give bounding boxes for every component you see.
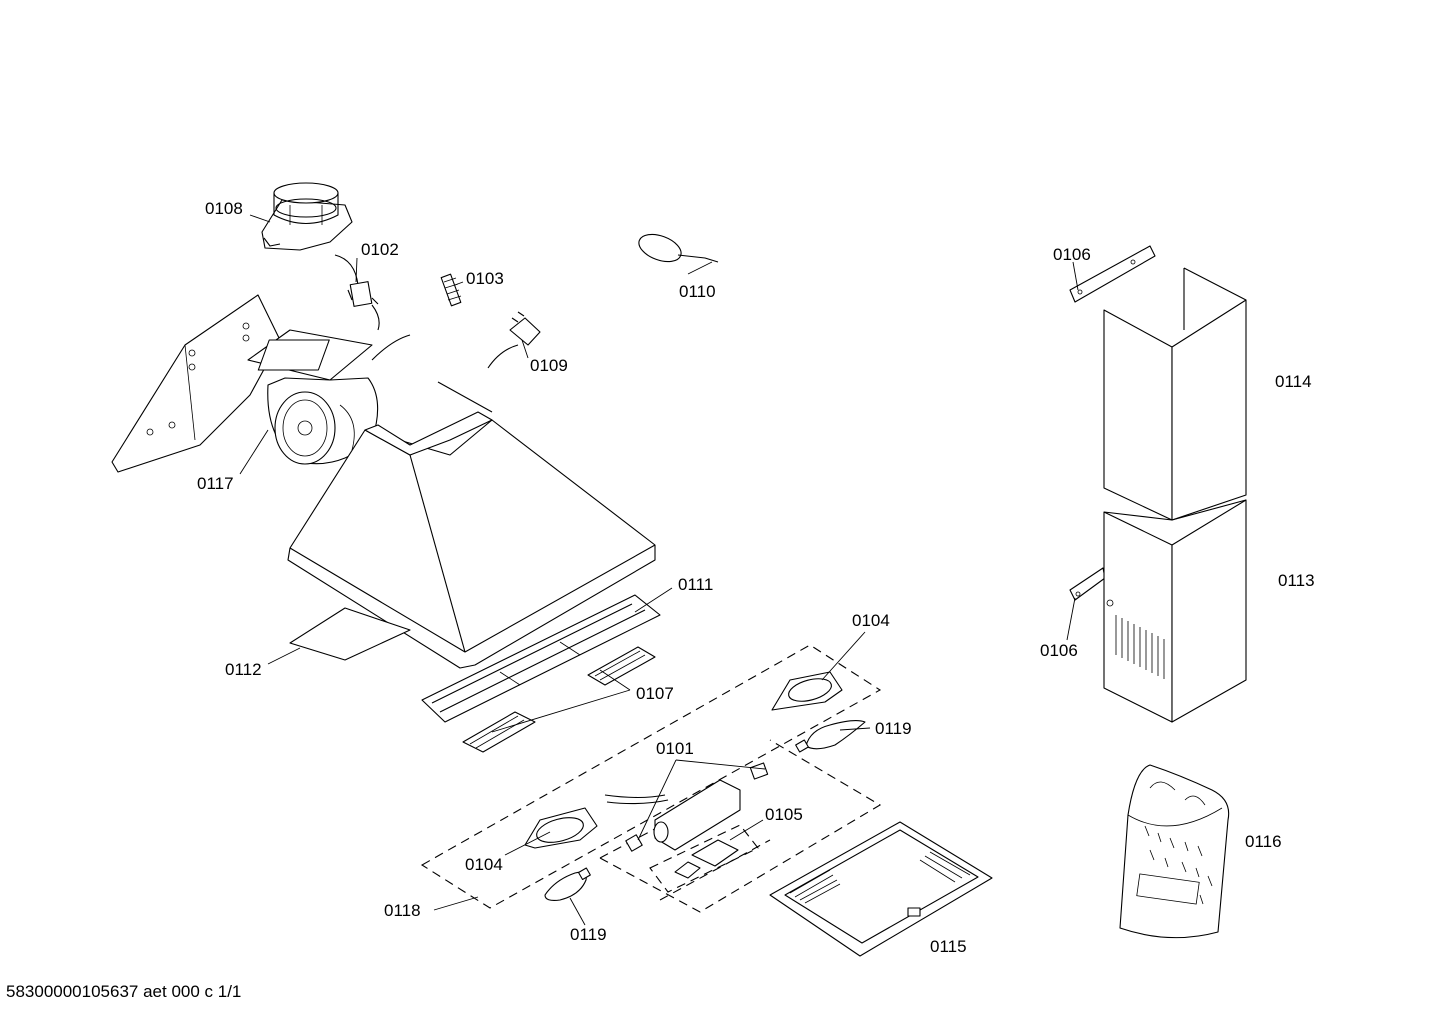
part-0119-bulb-right bbox=[795, 719, 866, 753]
label-0115: 0115 bbox=[930, 937, 967, 956]
label-0104-left: 0104 bbox=[465, 855, 503, 874]
part-hood-canopy bbox=[287, 381, 656, 669]
label-0102: 0102 bbox=[361, 240, 399, 259]
part-0107-filter-strips bbox=[462, 646, 656, 753]
label-0113: 0113 bbox=[1278, 571, 1315, 590]
label-0119-left: 0119 bbox=[570, 925, 607, 944]
label-0106-bottom: 0106 bbox=[1040, 641, 1078, 660]
label-0117: 0117 bbox=[197, 474, 234, 493]
part-0111-filter-frame bbox=[421, 594, 661, 723]
label-0106-top: 0106 bbox=[1053, 245, 1091, 264]
document-footer-id: 58300000105637 aet 000 c 1/1 bbox=[6, 982, 242, 1001]
label-0104-right: 0104 bbox=[852, 611, 890, 630]
label-0109: 0109 bbox=[530, 356, 568, 375]
part-0106-bracket-bottom bbox=[1069, 567, 1106, 601]
label-0101: 0101 bbox=[656, 739, 694, 758]
label-0111: 0111 bbox=[678, 575, 714, 594]
label-0110: 0110 bbox=[679, 282, 716, 301]
label-0112: 0112 bbox=[225, 660, 262, 679]
leader-lines bbox=[239, 214, 1079, 926]
label-0118: 0118 bbox=[384, 901, 421, 920]
part-0117-blower bbox=[247, 329, 411, 465]
label-0119-right: 0119 bbox=[875, 719, 912, 738]
label-0103: 0103 bbox=[466, 269, 504, 288]
part-0114-upper-chimney bbox=[1103, 267, 1247, 521]
part-0101-switch bbox=[604, 762, 769, 852]
part-0113-lower-chimney bbox=[1103, 499, 1247, 723]
part-0102-capacitor bbox=[334, 254, 380, 331]
part-0117-bracket bbox=[111, 294, 281, 473]
part-0119-bulb-left bbox=[544, 867, 591, 901]
part-0106-bracket-top bbox=[1069, 245, 1156, 303]
part-0103-grille bbox=[440, 273, 462, 307]
part-0108-duct-connector bbox=[261, 182, 353, 251]
label-0116: 0116 bbox=[1245, 832, 1282, 851]
part-0105-clips bbox=[649, 824, 759, 893]
label-0114: 0114 bbox=[1275, 372, 1312, 391]
label-0107: 0107 bbox=[636, 684, 674, 703]
part-0112-panel bbox=[289, 607, 411, 661]
label-0105: 0105 bbox=[765, 805, 803, 824]
part-0110-cable-tie bbox=[638, 233, 719, 263]
label-0108: 0108 bbox=[205, 199, 243, 218]
part-0115-grease-filter bbox=[769, 821, 993, 957]
part-0116-screw-bag bbox=[1119, 764, 1230, 939]
part-0104-lamp-holder-right bbox=[771, 671, 843, 711]
part-0104-lamp-holder-left bbox=[524, 807, 598, 849]
